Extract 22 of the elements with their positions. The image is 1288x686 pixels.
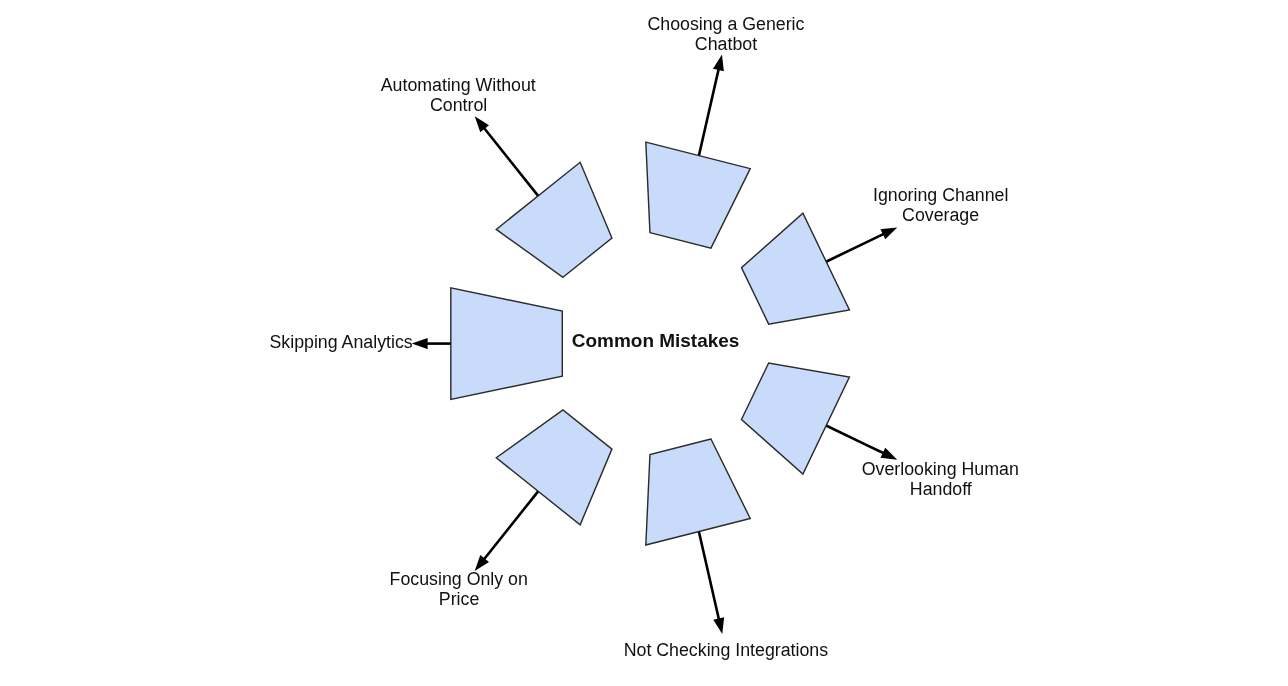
node-segment bbox=[740, 212, 850, 325]
node-text: Ignoring Channel Coverage bbox=[872, 184, 1008, 225]
node-segment bbox=[644, 438, 751, 546]
node-segment bbox=[644, 141, 751, 249]
node-text: Overlooking Human Handoff bbox=[861, 458, 1019, 499]
arrow bbox=[825, 424, 897, 460]
arrow bbox=[697, 54, 724, 156]
node-text: Skipping Analytics bbox=[268, 331, 413, 352]
node-text: Automating Without Control bbox=[380, 74, 536, 115]
node-segment bbox=[449, 286, 563, 401]
node-segment bbox=[494, 161, 613, 279]
arrow bbox=[411, 338, 451, 350]
arrow bbox=[697, 531, 724, 634]
node-segment bbox=[740, 362, 850, 476]
node-text: Focusing Only on Price bbox=[389, 568, 528, 609]
node-segment bbox=[494, 409, 613, 526]
label: Common Mistakes bbox=[571, 329, 739, 351]
node-text: Not Checking Integrations bbox=[623, 639, 828, 660]
node-text: Choosing a Generic Chatbot bbox=[646, 13, 804, 54]
arrow bbox=[474, 116, 539, 197]
arrow bbox=[825, 227, 897, 263]
arrow bbox=[474, 490, 539, 571]
